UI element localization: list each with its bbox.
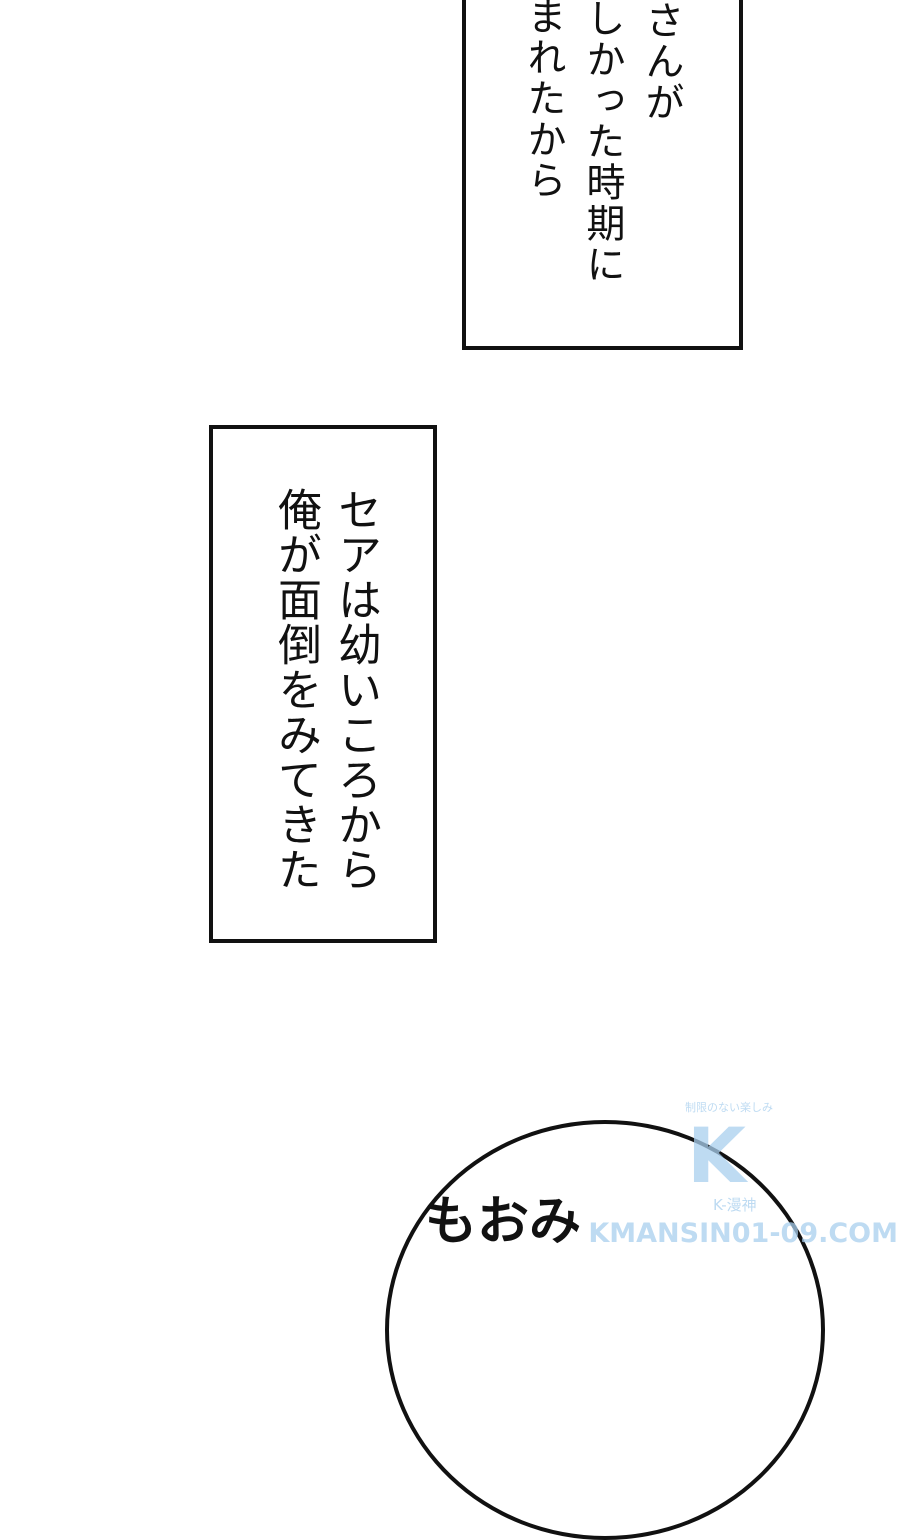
caption-line: 俺が面倒をみてきた	[270, 487, 321, 892]
watermark-sub: K-漫神	[713, 1196, 757, 1214]
caption-line: しかった時期に	[580, 0, 625, 285]
caption-box-2: セアは幼いころから 俺が面倒をみてきた	[209, 425, 437, 943]
speech-bubble-text: もおみ	[425, 1192, 582, 1252]
caption-line: セアは幼いころから	[330, 487, 381, 892]
caption-box-1: さんが しかった時期に まれたから	[462, 0, 743, 350]
watermark-tagline: 制限のない楽しみ	[685, 1101, 773, 1114]
watermark-logo: 制限のない楽しみ K K-漫神 KMANSIN01-09.COM	[588, 1101, 900, 1250]
watermark-url: KMANSIN01-09.COM	[588, 1218, 898, 1249]
watermark-k-logo: K	[687, 1111, 746, 1200]
caption-line: さんが	[639, 0, 684, 123]
caption-line: まれたから	[521, 0, 566, 201]
